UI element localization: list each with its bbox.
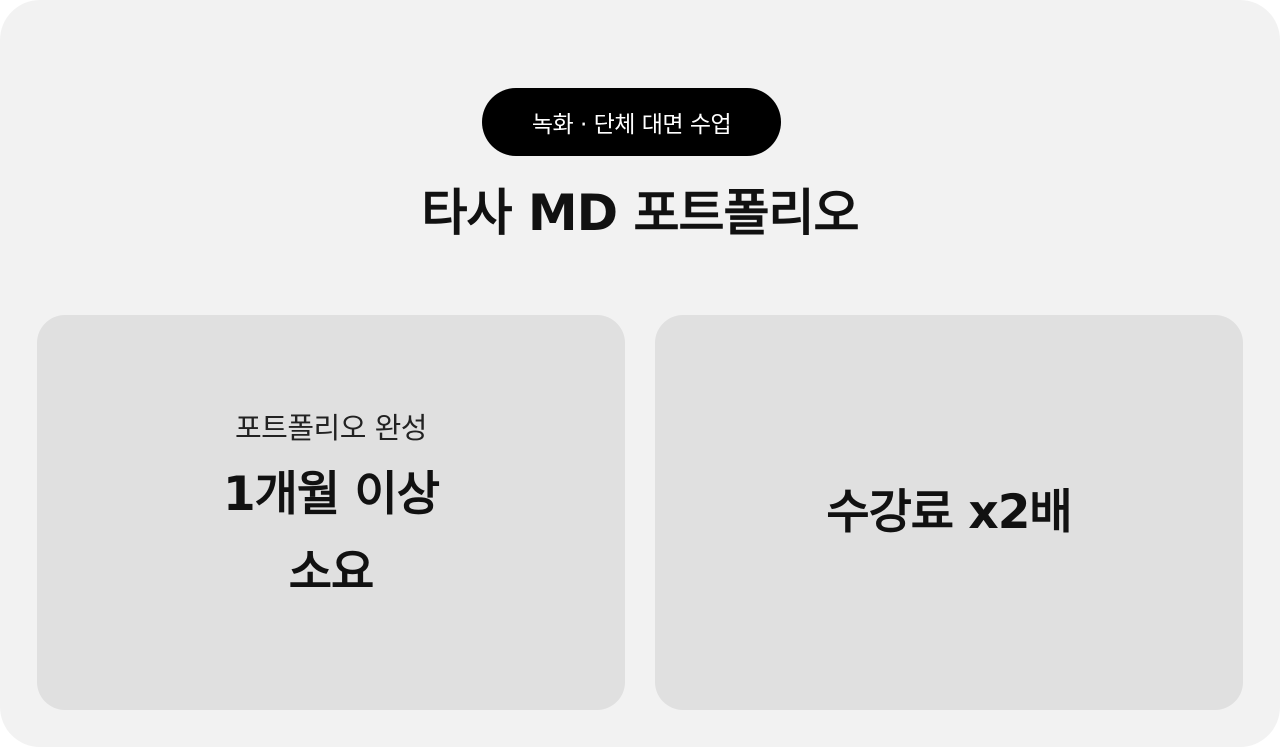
duration-card-subtitle: 포트폴리오 완성 — [235, 410, 427, 445]
panel-title: 타사 MD 포트폴리오 — [421, 184, 859, 242]
duration-card-value-line2: 소요 — [288, 544, 374, 600]
price-card-value: 수강료 x2배 — [826, 484, 1072, 540]
class-type-badge: 녹화 · 단체 대면 수업 — [482, 88, 781, 156]
duration-card-value-line1: 1개월 이상 — [222, 466, 440, 522]
duration-card: 포트폴리오 완성 1개월 이상 소요 — [37, 315, 625, 710]
price-card: 수강료 x2배 — [655, 315, 1243, 710]
